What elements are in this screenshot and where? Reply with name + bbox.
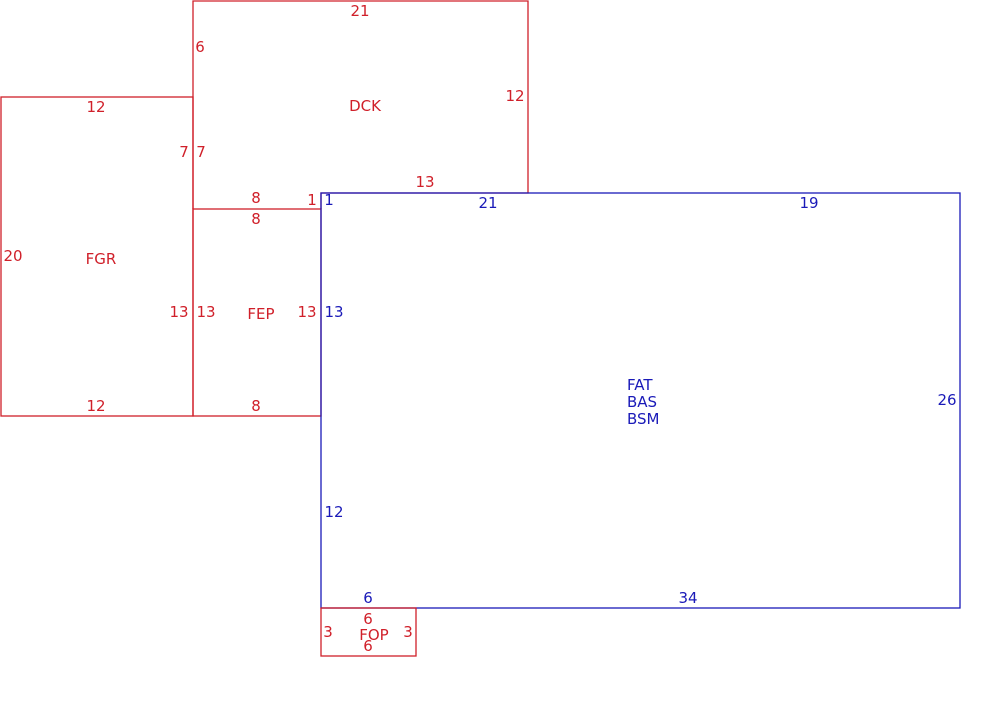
main-outline	[320, 192, 961, 609]
main-code-fat: FAT	[627, 376, 653, 394]
fgr-right-upper-dimension: 7	[179, 143, 189, 161]
main-top-left-dimension: 21	[478, 194, 497, 212]
dck-bottom-mid-dimension: 13	[415, 173, 434, 191]
fep-right-dimension: 13	[297, 303, 316, 321]
fgr-area: 12 7 20 FGR 13 12	[0, 96, 194, 417]
fop-label: FOP	[359, 626, 388, 644]
fop-outline	[320, 607, 417, 657]
main-left-lower-dimension: 12	[324, 503, 343, 521]
main-code-bas: BAS	[627, 393, 657, 411]
fep-area: 8 13 FEP 13 8	[192, 208, 322, 417]
dck-top-dimension: 21	[350, 2, 369, 20]
main-top-step-dimension: 1	[324, 191, 334, 209]
main-left-upper-dimension: 13	[324, 303, 343, 321]
fgr-right-lower-dimension: 13	[169, 303, 188, 321]
dck-bottom-left-dimension: 8	[251, 189, 261, 207]
fep-bottom-dimension: 8	[251, 397, 261, 415]
fop-area: 6 3 FOP 3 6	[320, 607, 417, 657]
dck-left-dimension: 6	[195, 38, 205, 56]
fop-bottom-dimension: 6	[363, 637, 373, 655]
fop-right-dimension: 3	[403, 623, 413, 641]
fep-top-dimension: 8	[251, 210, 261, 228]
dck-right-dimension: 12	[505, 87, 524, 105]
fgr-top-dimension: 12	[86, 98, 105, 116]
fgr-left-dimension: 20	[3, 247, 22, 265]
dck-label: DCK	[349, 97, 382, 115]
main-code-bsm: BSM	[627, 410, 660, 428]
main-area: 1 21 19 13 FAT BAS BSM 26 12 6 34	[320, 191, 961, 609]
fop-top-dimension: 6	[363, 610, 373, 628]
main-bottom-left-dimension: 6	[363, 589, 373, 607]
fgr-bottom-dimension: 12	[86, 397, 105, 415]
fep-left-dimension: 13	[196, 303, 215, 321]
dck-left-lower-dimension: 7	[196, 143, 206, 161]
fgr-label: FGR	[86, 250, 117, 268]
main-right-dimension: 26	[937, 391, 956, 409]
dck-step-dimension: 1	[307, 191, 317, 209]
fep-label: FEP	[247, 305, 274, 323]
main-bottom-dimension: 34	[678, 589, 697, 607]
dck-area: 21 6 12 DCK 7 13 8 1	[192, 0, 529, 209]
main-top-right-dimension: 19	[799, 194, 818, 212]
fop-left-dimension: 3	[323, 623, 333, 641]
